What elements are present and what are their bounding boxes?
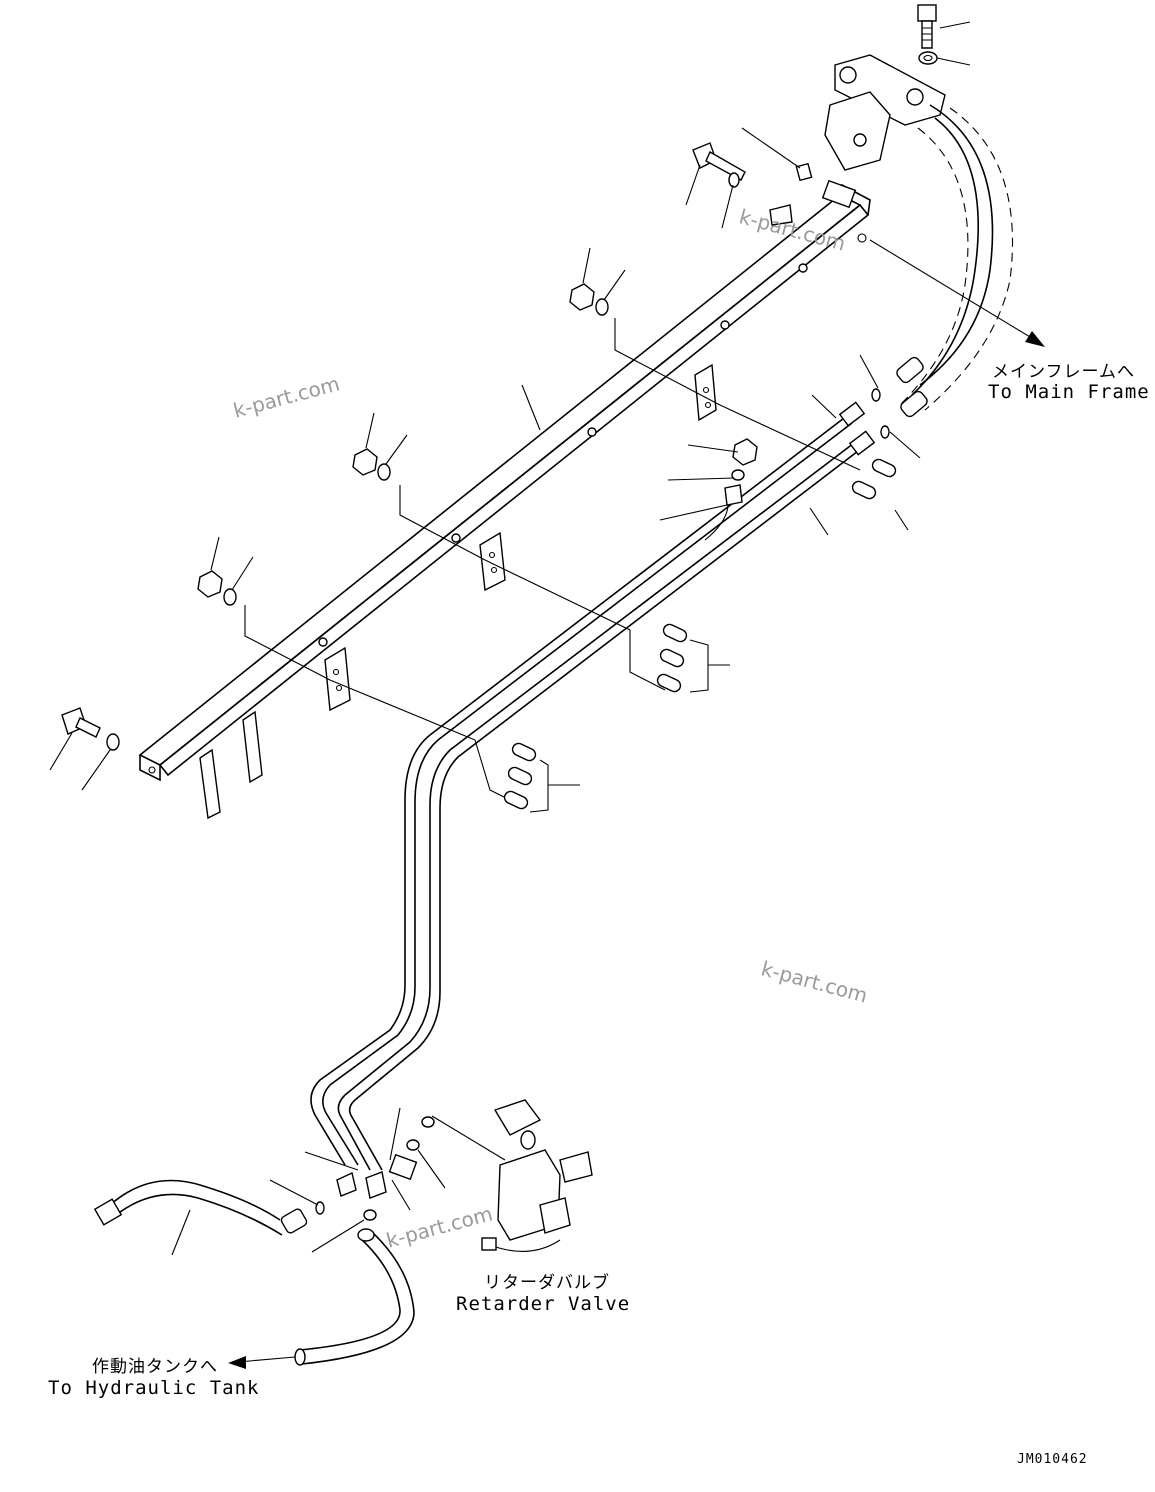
arrow-to-main-frame	[869, 239, 1045, 347]
upper-valve-assembly	[795, 54, 1013, 418]
frame-channel	[138, 179, 871, 782]
hydraulic-pipes	[310, 401, 876, 1171]
mounting-plates	[199, 363, 717, 820]
reference-outlines	[244, 318, 861, 801]
clamp-icon	[851, 458, 897, 500]
retarder-valve-label-jp: リターダバルブ	[484, 1273, 610, 1293]
retarder-valve-label-en: Retarder Valve	[456, 1293, 631, 1315]
washer-icon	[918, 51, 938, 65]
main-frame-label-en: To Main Frame	[988, 381, 1150, 403]
lower-fittings	[269, 1107, 418, 1253]
hydraulic-tank-label-jp: 作動油タンクへ	[92, 1357, 218, 1377]
hydraulic-tank-label-en: To Hydraulic Tank	[48, 1377, 260, 1399]
leader-lines	[49, 21, 971, 791]
bolt-icon	[917, 4, 937, 49]
hose-left	[93, 1179, 308, 1256]
pipe-clamps	[503, 458, 897, 813]
arrow-to-tank	[228, 1356, 296, 1369]
hose-to-tank	[294, 1228, 415, 1366]
retarder-valve-icon	[406, 1099, 593, 1252]
drawing-code: JM010462	[1017, 1452, 1088, 1467]
fasteners	[61, 4, 938, 751]
nut-icon	[569, 283, 595, 311]
main-frame-label-jp: メインフレームへ	[992, 362, 1135, 382]
